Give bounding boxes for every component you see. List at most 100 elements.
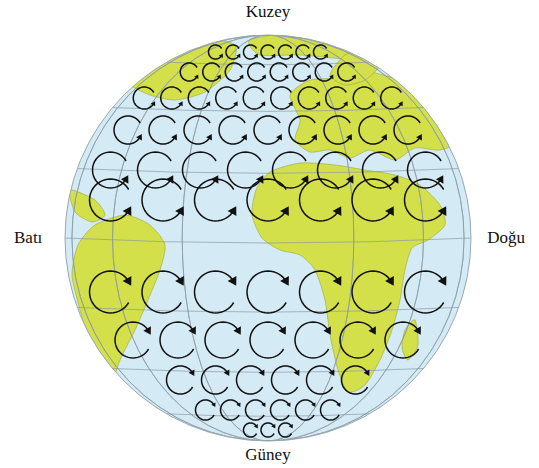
vortex-arrowhead: [123, 276, 132, 286]
vortex-arrowhead: [301, 175, 308, 183]
vortex-arrowhead: [307, 74, 311, 79]
vortex-arc: [209, 45, 222, 59]
vortex-arrowhead: [206, 101, 211, 106]
vortex-arc: [295, 322, 329, 358]
continent: [290, 70, 461, 160]
vortex-arc: [138, 152, 172, 188]
vortex-arrowhead: [284, 74, 288, 79]
vortex-arrowhead: [175, 206, 184, 216]
vortex-arrowhead: [371, 101, 376, 106]
meridian: [112, 35, 423, 441]
vortex-arc: [149, 116, 175, 144]
vortex-arrowhead: [224, 369, 230, 376]
vortex-arrowhead: [438, 206, 447, 216]
vortex-arc: [338, 63, 355, 81]
vortex-arrowhead: [151, 101, 156, 106]
vortex-arc: [183, 152, 217, 188]
parallel: [65, 238, 471, 243]
vortex-arc: [321, 400, 340, 420]
vortex-arrowhead: [329, 74, 333, 79]
vortex-arc: [114, 116, 140, 144]
vortex-arrowhead: [280, 206, 289, 216]
vortex-arrowhead: [261, 101, 266, 106]
vortex-arc: [195, 271, 234, 313]
vortex-arrowhead: [438, 276, 447, 286]
vortex-arc: [219, 116, 245, 144]
vortex-arrowhead: [254, 424, 258, 429]
vortex-arc: [273, 152, 307, 188]
vortex-arrowhead: [346, 175, 353, 183]
vortex-arc: [279, 45, 292, 59]
vortex-arc: [298, 87, 319, 109]
vortex-arrowhead: [123, 206, 132, 216]
continent: [252, 163, 445, 393]
vortex-arrowhead: [311, 134, 317, 141]
vortex-arrowhead: [171, 134, 177, 141]
vortex-arrowhead: [276, 134, 282, 141]
vortex-arc: [296, 400, 315, 420]
vortex-arrowhead: [233, 101, 238, 106]
vortex-arc: [300, 179, 339, 221]
parallel: [77, 307, 459, 312]
vortex-arc: [254, 116, 280, 144]
meridian: [182, 35, 354, 441]
vortex-arc: [296, 45, 309, 59]
vortex-arrowhead: [259, 369, 265, 376]
continent: [402, 320, 418, 360]
vortex-arrowhead: [333, 276, 342, 286]
vortex-arc: [385, 322, 419, 358]
vortex-arc: [142, 271, 181, 313]
vortex-arc: [248, 63, 265, 81]
vortex-arc: [142, 179, 181, 221]
vortex-arrowhead: [217, 74, 221, 79]
vortex-arrowhead: [236, 53, 240, 58]
vortex-arc: [271, 87, 292, 109]
vortex-arc: [246, 400, 265, 420]
vortex-arc: [359, 116, 385, 144]
vortex-arrowhead: [233, 326, 240, 334]
vortex-arc: [226, 45, 239, 59]
vortex-arc: [247, 271, 286, 313]
vortex-arrowhead: [288, 101, 293, 106]
vortex-arrowhead: [236, 402, 240, 407]
meridian: [268, 35, 269, 441]
vortex-arc: [237, 366, 263, 394]
vortex-arc: [300, 271, 339, 313]
vortex-arc: [221, 400, 240, 420]
direction-label-box: Doğu: [487, 228, 525, 248]
vortex-arrowhead: [311, 402, 315, 407]
vortex-arc: [352, 271, 391, 313]
meridian: [72, 35, 464, 441]
vortex-arrowhead: [194, 74, 198, 79]
vortex-arc: [250, 322, 284, 358]
meridian: [182, 35, 354, 441]
ocean: [65, 35, 471, 441]
vortex-arrowhead: [336, 402, 340, 407]
vortex-arc: [133, 87, 154, 109]
vortex-arrowhead: [306, 53, 310, 58]
parallel: [77, 169, 459, 174]
vortex-arrowhead: [381, 134, 387, 141]
vortex-arrowhead: [294, 369, 300, 376]
vortex-arrowhead: [219, 53, 223, 58]
vortex-arc: [243, 87, 264, 109]
vortex-arc: [405, 271, 444, 313]
vortex-arrowhead: [278, 326, 285, 334]
vortex-arc: [318, 152, 352, 188]
vortex-arrowhead: [228, 276, 237, 286]
vortex-arc: [225, 63, 242, 81]
vortex-arrowhead: [368, 326, 375, 334]
vortex-arc: [115, 322, 149, 358]
vortex-arc: [180, 63, 197, 81]
vortex-arc: [195, 179, 234, 221]
vortex-arrowhead: [189, 369, 195, 376]
vortex-arrows: [90, 45, 447, 437]
direction-label-box: Batı: [14, 228, 42, 248]
vortex-arc: [90, 271, 129, 313]
vortex-arc: [261, 45, 274, 59]
vortex-arrowhead: [262, 74, 266, 79]
direction-label: Güney: [245, 445, 290, 465]
vortex-arc: [270, 63, 287, 81]
vortex-arc: [196, 400, 215, 420]
